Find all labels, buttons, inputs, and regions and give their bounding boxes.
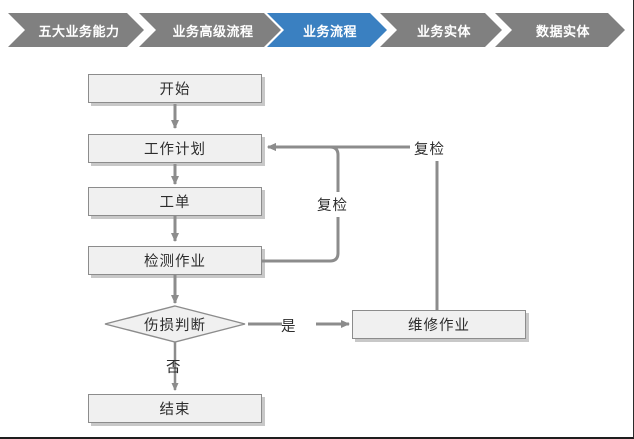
node-work-plan-label: 工作计划 [144,142,206,158]
node-start-label: 开始 [159,82,191,98]
node-damage-decision[interactable]: 伤损判断 [105,306,245,342]
node-end[interactable]: 结束 [88,394,262,423]
breadcrumb-item-3-label: 业务实体 [416,23,471,39]
node-end-label: 结束 [159,402,191,418]
edge-label-recheck-inner: 复检 [313,192,352,217]
breadcrumb-item-0[interactable]: 五大业务能力 [8,13,144,47]
node-work-order[interactable]: 工单 [88,187,262,216]
node-work-order-label: 工单 [159,195,191,211]
breadcrumb-item-3[interactable]: 业务实体 [380,13,502,47]
node-work-plan[interactable]: 工作计划 [88,134,262,163]
node-damage-decision-label: 伤损判断 [144,317,206,334]
node-start[interactable]: 开始 [88,74,262,103]
node-repair-task-label: 维修作业 [408,318,470,334]
breadcrumb-item-0-label: 五大业务能力 [38,23,120,39]
edge-label-recheck-outer: 复检 [410,136,449,161]
breadcrumb-item-2-label: 业务流程 [302,23,357,39]
node-repair-task[interactable]: 维修作业 [352,310,526,339]
breadcrumb-item-1-label: 业务高级流程 [172,23,254,39]
breadcrumb: 五大业务能力 业务高级流程 业务流程 业务实体 数据实体 [0,13,634,47]
edge-repair-plan-recheck [267,143,439,310]
node-inspection-task-label: 检测作业 [144,254,206,270]
edge-label-no: 否 [166,360,182,376]
node-inspection-task[interactable]: 检测作业 [88,246,262,275]
breadcrumb-item-4[interactable]: 数据实体 [495,13,625,47]
breadcrumb-item-4-label: 数据实体 [535,23,590,39]
breadcrumb-item-1[interactable]: 业务高级流程 [139,13,281,47]
breadcrumb-item-2[interactable]: 业务流程 [267,13,387,47]
edge-label-yes: 是 [281,319,297,335]
